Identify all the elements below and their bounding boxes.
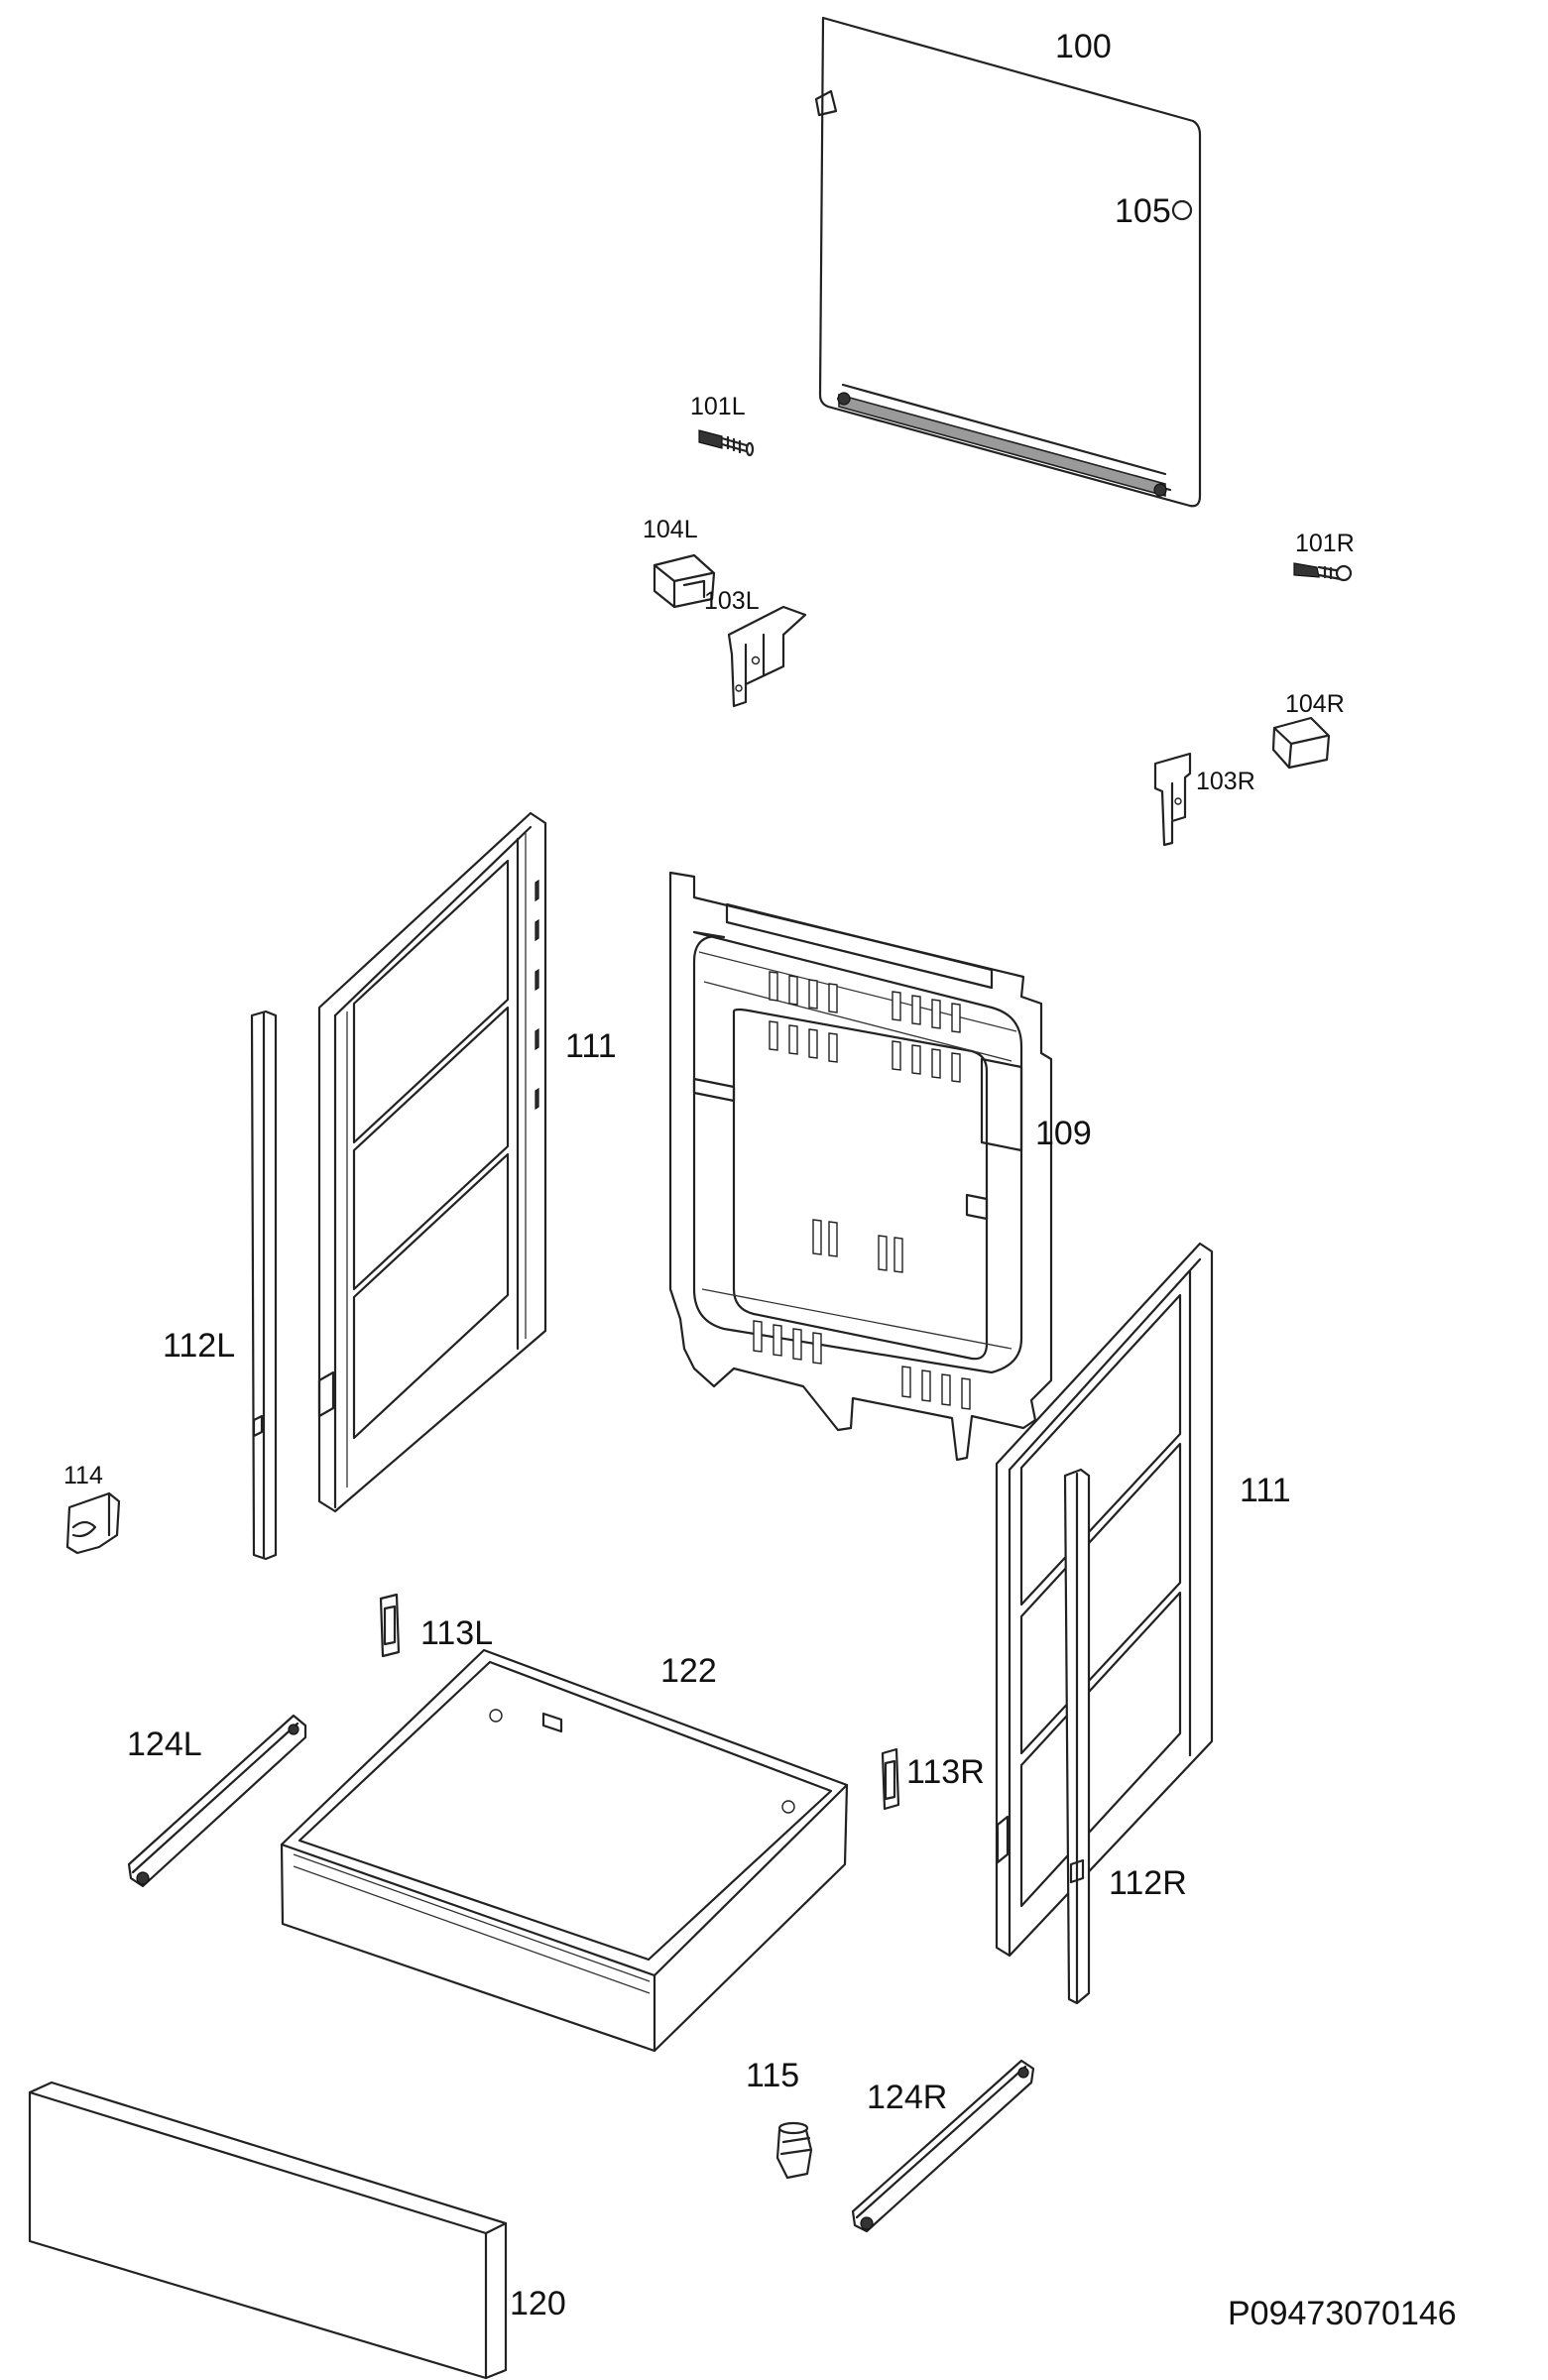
part-115-foot: [775, 2121, 813, 2180]
part-114-hinge: [65, 1491, 121, 1555]
part-104L-clip: [653, 553, 716, 609]
part-112R-right-rail: [1063, 1468, 1091, 2005]
part-101R-screw: [1293, 562, 1353, 582]
label-112R: 112R: [1109, 1864, 1187, 1902]
part-100-back-panel: [814, 16, 1202, 508]
label-105: 105: [1115, 192, 1171, 230]
label-103R: 103R: [1196, 768, 1255, 795]
part-number-labels: 100 105 101L 104L 103L 101R 104R 103R 11…: [63, 28, 1457, 2332]
label-113R: 113R: [906, 1753, 985, 1791]
part-109-back-panel: [668, 871, 1053, 1462]
label-100: 100: [1055, 28, 1112, 65]
label-101L: 101L: [690, 393, 746, 420]
part-113R-clip: [881, 1747, 900, 1811]
part-122-bottom-tray: [280, 1648, 849, 2053]
label-104R: 104R: [1285, 690, 1345, 718]
label-104L: 104L: [643, 516, 698, 543]
label-101R: 101R: [1295, 530, 1355, 557]
part-112L-left-rail: [250, 1010, 278, 1561]
part-120-plinth: [28, 2081, 508, 2380]
label-124R: 124R: [867, 2079, 947, 2116]
part-104R-clip: [1271, 716, 1331, 770]
label-122: 122: [660, 1652, 717, 1690]
label-124L: 124L: [127, 1726, 202, 1763]
part-101L-screw: [698, 429, 755, 457]
part-124L-runner: [127, 1714, 307, 1888]
label-115: 115: [746, 2057, 799, 2094]
label-109: 109: [1035, 1115, 1092, 1152]
label-113L: 113L: [420, 1614, 493, 1652]
label-111-left: 111: [565, 1027, 617, 1065]
part-113L-clip: [379, 1593, 401, 1658]
label-120: 120: [510, 2285, 566, 2322]
part-103R-bracket: [1153, 752, 1192, 847]
label-111-right: 111: [1240, 1472, 1291, 1509]
part-111-left-side-frame: [317, 811, 547, 1513]
drawing-code: P09473070146: [1228, 2295, 1457, 2332]
label-103L: 103L: [704, 587, 760, 615]
part-124R-runner: [851, 2059, 1035, 2233]
ventilation-slots: [753, 971, 971, 1410]
part-111-right-side-frame: [995, 1242, 1214, 1958]
part-103L-bracket: [727, 605, 807, 708]
label-114: 114: [63, 1462, 103, 1489]
label-112L: 112L: [163, 1327, 235, 1365]
